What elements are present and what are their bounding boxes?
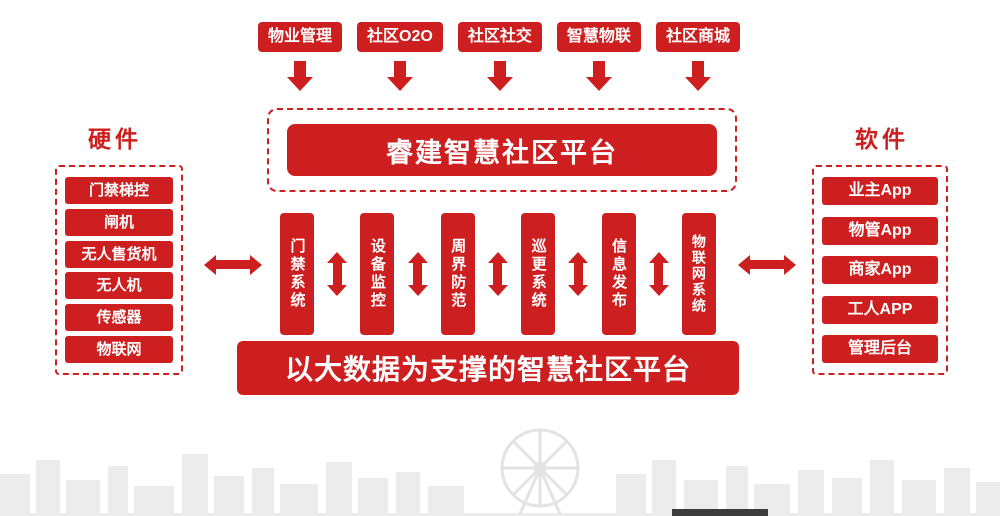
system-box: 物联网系统	[681, 213, 716, 335]
double-arrow-vertical-icon	[332, 263, 342, 285]
down-arrow-icon	[393, 61, 406, 77]
double-arrow-vertical-icon	[493, 263, 503, 285]
down-arrow-icon	[493, 61, 506, 77]
double-arrow-vertical-icon	[654, 263, 664, 285]
platform-dashed-frame: 睿建智慧社区平台	[267, 108, 737, 192]
top-module: 社区社交	[457, 22, 542, 77]
system-box: 门禁系统	[280, 213, 314, 335]
system-box: 信息发布	[601, 213, 636, 335]
double-arrow-vertical-icon	[573, 263, 583, 285]
double-arrow-horizontal-icon	[750, 260, 784, 269]
software-panel: 业主App 物管App 商家App 工人APP 管理后台	[812, 165, 948, 375]
software-item: 业主App	[822, 177, 938, 205]
platform-box: 睿建智慧社区平台	[287, 124, 717, 176]
top-module: 智慧物联	[556, 22, 641, 77]
hardware-item: 无人售货机	[65, 240, 173, 268]
system-box: 设备监控	[360, 213, 395, 335]
big-data-banner: 以大数据为支撑的智慧社区平台	[237, 341, 739, 395]
hardware-title: 硬件	[88, 126, 142, 152]
top-module: 社区O2O	[357, 22, 443, 77]
module-chip: 社区O2O	[357, 22, 443, 52]
top-modules-row: 物业管理 社区O2O 社区社交 智慧物联 社区商城	[258, 22, 740, 77]
city-skyline	[0, 428, 1000, 516]
system-box: 巡更系统	[521, 213, 556, 335]
top-module: 社区商城	[655, 22, 740, 77]
module-chip: 智慧物联	[556, 22, 641, 52]
top-module: 物业管理	[258, 22, 343, 77]
hardware-item: 无人机	[65, 272, 173, 300]
double-arrow-vertical-icon	[413, 263, 423, 285]
software-item: 管理后台	[822, 335, 938, 363]
system-box: 周界防范	[440, 213, 475, 335]
software-item: 商家App	[822, 256, 938, 284]
double-arrow-horizontal-icon	[216, 260, 250, 269]
software-item: 物管App	[822, 216, 938, 245]
hardware-item: 传感器	[65, 304, 173, 332]
watermark-bar	[672, 509, 768, 516]
down-arrow-icon	[691, 61, 704, 77]
software-title: 软件	[855, 126, 909, 152]
down-arrow-icon	[592, 61, 605, 77]
module-chip: 社区社交	[457, 22, 542, 52]
module-chip: 物业管理	[258, 22, 343, 52]
systems-row: 门禁系统 设备监控 周界防范 巡更系统 信息发布 物联网系统	[280, 212, 716, 336]
module-chip: 社区商城	[655, 22, 740, 52]
hardware-panel: 门禁梯控 闸机 无人售货机 无人机 传感器 物联网	[55, 165, 183, 375]
ferris-wheel-icon	[500, 428, 580, 515]
hardware-item: 物联网	[65, 335, 173, 363]
down-arrow-icon	[294, 61, 306, 77]
hardware-item: 闸机	[65, 208, 173, 236]
hardware-item: 门禁梯控	[65, 177, 173, 204]
software-item: 工人APP	[822, 295, 938, 324]
